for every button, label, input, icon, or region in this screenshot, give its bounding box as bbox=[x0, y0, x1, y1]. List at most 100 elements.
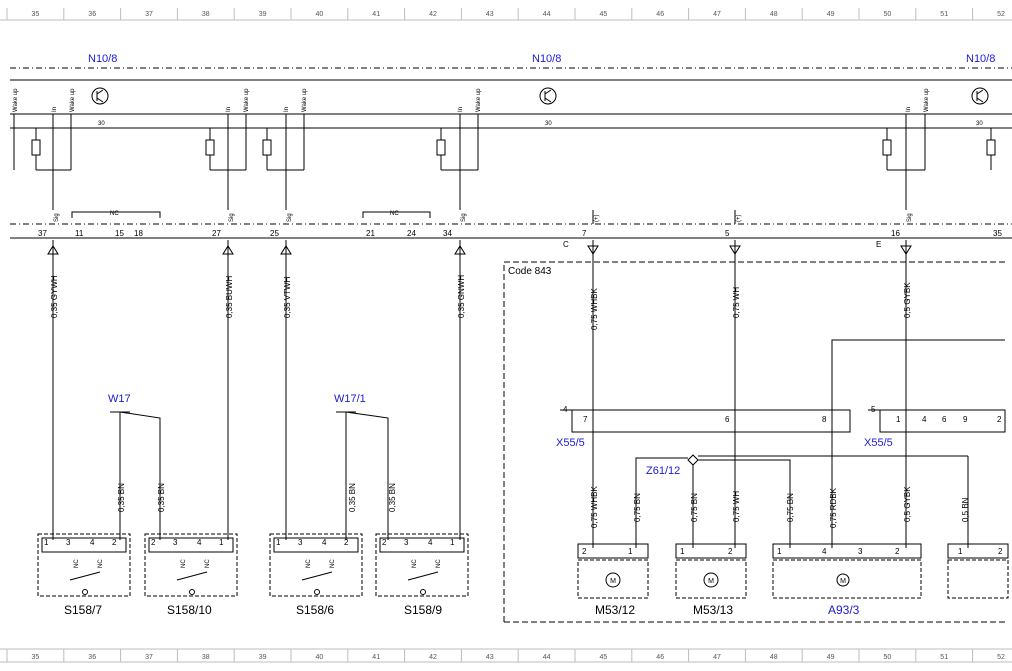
ruler-label: 40 bbox=[316, 654, 324, 661]
svg-text:15: 15 bbox=[115, 229, 124, 238]
svg-text:M: M bbox=[610, 578, 616, 585]
motor-m53-13 bbox=[675, 543, 747, 599]
svg-text:2: 2 bbox=[582, 547, 587, 556]
switch-s158-6 bbox=[269, 533, 363, 597]
svg-text:2: 2 bbox=[151, 538, 156, 547]
ruler-label: 38 bbox=[202, 11, 210, 18]
ruler-label: 39 bbox=[259, 11, 267, 18]
svg-text:S158/9: S158/9 bbox=[404, 603, 442, 617]
ground-label-w17: W17 bbox=[108, 393, 131, 405]
svg-text:Sig: Sig bbox=[907, 213, 913, 222]
svg-text:4: 4 bbox=[197, 538, 202, 547]
svg-text:Wake up: Wake up bbox=[244, 88, 250, 112]
svg-text:3: 3 bbox=[404, 538, 409, 547]
ruler-label: 52 bbox=[997, 11, 1005, 18]
svg-text:Sig: Sig bbox=[461, 213, 467, 222]
svg-text:NC: NC bbox=[110, 211, 119, 217]
svg-text:5: 5 bbox=[725, 229, 730, 238]
svg-text:18: 18 bbox=[134, 229, 143, 238]
svg-text:4: 4 bbox=[322, 538, 327, 547]
svg-text:11: 11 bbox=[75, 229, 84, 238]
svg-text:Wake up: Wake up bbox=[476, 88, 482, 112]
svg-text:27: 27 bbox=[212, 229, 221, 238]
module-label-n10-8-c: N10/8 bbox=[966, 53, 995, 65]
svg-text:In: In bbox=[458, 107, 464, 112]
svg-text:In: In bbox=[906, 107, 912, 112]
bus-30-label-c: 30 bbox=[976, 121, 983, 127]
code-843-box bbox=[503, 261, 1005, 623]
svg-text:2: 2 bbox=[997, 415, 1002, 424]
actuator-a93-3 bbox=[772, 543, 922, 599]
svg-text:S158/10: S158/10 bbox=[167, 603, 212, 617]
motor-m-glyphs: M M M bbox=[610, 578, 846, 585]
ruler-label: 43 bbox=[486, 654, 494, 661]
splice-z61-12 bbox=[635, 454, 969, 548]
svg-text:0,35 BN: 0,35 BN bbox=[117, 483, 126, 512]
ruler-label: 43 bbox=[486, 11, 494, 18]
ruler-label: 46 bbox=[656, 654, 664, 661]
svg-text:0,35 GNWH: 0,35 GNWH bbox=[457, 275, 466, 318]
connector-pins-right: 7 5 16 35 C E bbox=[563, 229, 1002, 249]
svg-text:M: M bbox=[840, 578, 846, 585]
svg-text:0,75 WH: 0,75 WH bbox=[732, 491, 741, 522]
ruler-label: 36 bbox=[88, 654, 96, 661]
svg-text:2: 2 bbox=[895, 547, 900, 556]
svg-text:3: 3 bbox=[173, 538, 178, 547]
svg-text:1: 1 bbox=[276, 538, 281, 547]
x55-label-left: X55/5 bbox=[556, 437, 585, 449]
svg-text:M53/13: M53/13 bbox=[693, 603, 733, 617]
ruler-label: 42 bbox=[429, 654, 437, 661]
ruler-label: 41 bbox=[372, 11, 380, 18]
svg-text:NC: NC bbox=[436, 559, 442, 568]
svg-text:0,5 BN: 0,5 BN bbox=[961, 497, 970, 522]
svg-text:2: 2 bbox=[112, 538, 117, 547]
svg-text:A93/3: A93/3 bbox=[828, 603, 860, 617]
svg-text:3: 3 bbox=[66, 538, 71, 547]
svg-text:C: C bbox=[563, 240, 569, 249]
svg-text:M53/12: M53/12 bbox=[595, 603, 635, 617]
motor-right-partial bbox=[947, 543, 1009, 599]
svg-text:4: 4 bbox=[922, 415, 927, 424]
svg-text:6: 6 bbox=[942, 415, 947, 424]
ground-label-w17-1: W17/1 bbox=[334, 393, 366, 405]
ruler-label: 50 bbox=[884, 654, 892, 661]
svg-text:0,35 BUWH: 0,35 BUWH bbox=[225, 276, 234, 318]
sig-labels: Sig Sig Sig Sig (+) (+) Sig bbox=[54, 213, 913, 222]
svg-text:NC: NC bbox=[306, 559, 312, 568]
svg-text:1: 1 bbox=[450, 538, 455, 547]
module-label-n10-8-a: N10/8 bbox=[88, 53, 117, 65]
svg-text:6: 6 bbox=[725, 415, 730, 424]
svg-text:Wake up: Wake up bbox=[13, 88, 19, 112]
svg-text:3: 3 bbox=[298, 538, 303, 547]
svg-text:0,75 BN: 0,75 BN bbox=[690, 493, 699, 522]
svg-text:34: 34 bbox=[443, 229, 452, 238]
ruler-label: 45 bbox=[600, 11, 608, 18]
svg-text:1: 1 bbox=[628, 547, 633, 556]
motor-m53-12 bbox=[577, 543, 649, 599]
svg-text:1: 1 bbox=[44, 538, 49, 547]
ruler-label: 35 bbox=[32, 654, 40, 661]
svg-text:0,75 BN: 0,75 BN bbox=[633, 493, 642, 522]
x55-label-right: X55/5 bbox=[864, 437, 893, 449]
ruler-label: 50 bbox=[884, 11, 892, 18]
svg-text:S158/7: S158/7 bbox=[64, 603, 102, 617]
bus-30-label-a: 30 bbox=[98, 121, 105, 127]
ruler-label: 38 bbox=[202, 654, 210, 661]
svg-text:21: 21 bbox=[366, 229, 375, 238]
svg-text:Sig: Sig bbox=[54, 213, 60, 222]
svg-text:9: 9 bbox=[963, 415, 968, 424]
ruler-label: 41 bbox=[372, 654, 380, 661]
switch-s158-7 bbox=[37, 533, 131, 597]
pin-function-labels: Wake up In Wake up In Wake up In Wake up… bbox=[13, 88, 930, 112]
module-band bbox=[10, 67, 1012, 239]
svg-text:0,5 GYBK: 0,5 GYBK bbox=[903, 282, 912, 318]
svg-text:0,35 GYWH: 0,35 GYWH bbox=[50, 275, 59, 318]
svg-text:Wake up: Wake up bbox=[302, 88, 308, 112]
svg-text:Wake up: Wake up bbox=[924, 88, 930, 112]
svg-text:NC: NC bbox=[412, 559, 418, 568]
svg-text:35: 35 bbox=[993, 229, 1002, 238]
